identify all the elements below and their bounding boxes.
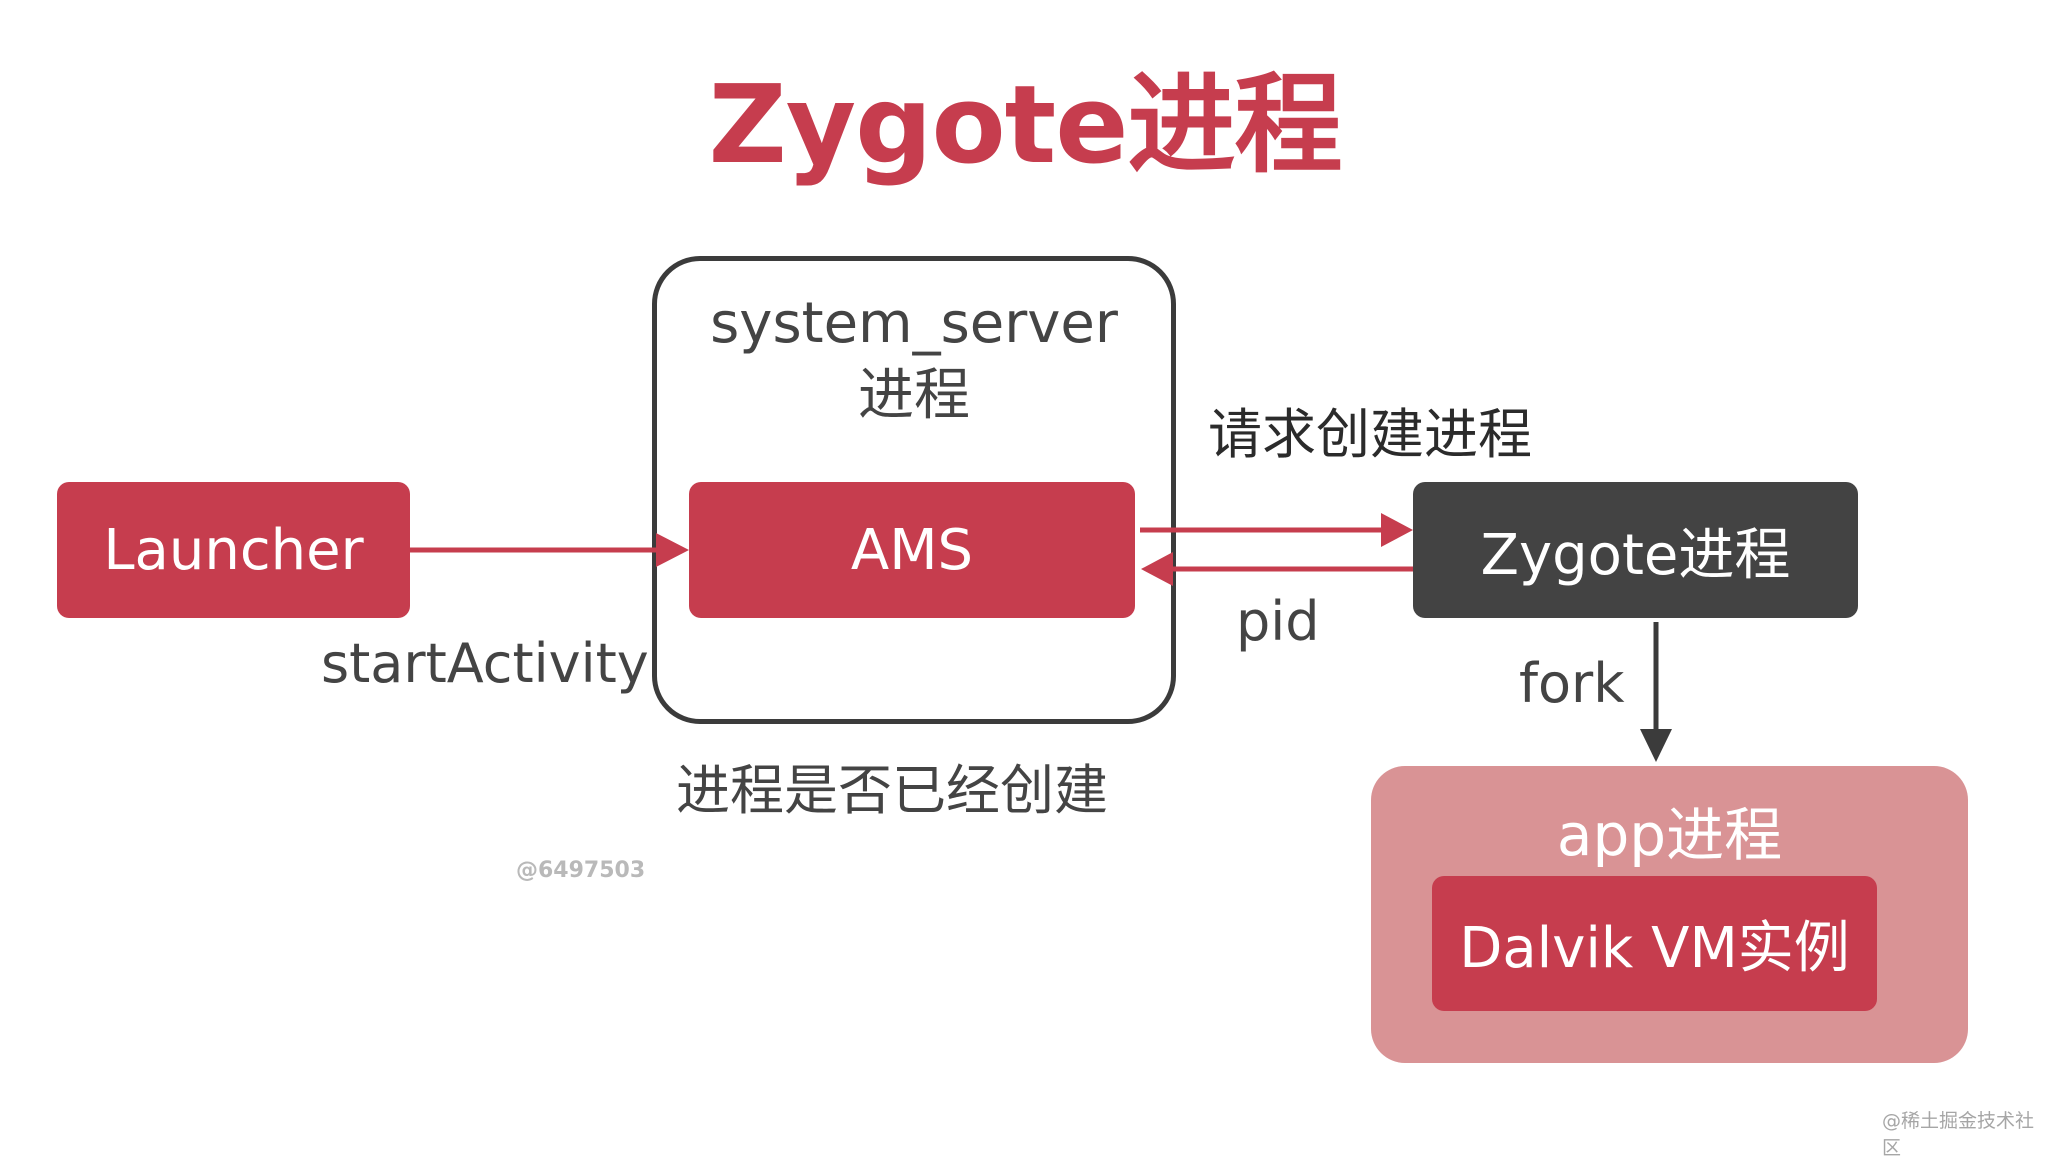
zygote-label: Zygote进程 [1480, 522, 1791, 588]
system-server-container [652, 256, 1176, 724]
edge-arrows [410, 513, 1672, 762]
launcher-to-ams-arrow [410, 533, 689, 567]
ams-to-zygote-arrow [1140, 513, 1413, 547]
zygote-to-ams-pid-arrow [1141, 552, 1413, 586]
launcher-label: Launcher [103, 517, 364, 583]
ams-label: AMS [850, 517, 974, 583]
zygote-node: Zygote进程 [1413, 482, 1858, 618]
launcher-node: Launcher [57, 482, 410, 618]
dalvik-vm-label: Dalvik VM实例 [1459, 916, 1850, 981]
start-activity-label: startActivity [321, 632, 649, 695]
app-process-title: app进程 [1556, 801, 1783, 869]
dalvik-vm-node: Dalvik VM实例 [1432, 876, 1877, 1011]
request-create-label: 请求创建进程 [1208, 403, 1532, 466]
zygote-fork-arrow [1640, 622, 1672, 762]
system-server-title: system_server 进程 [652, 288, 1176, 432]
process-created-note: 进程是否已经创建 [676, 759, 1108, 822]
system-server-title-line1: system_server [710, 291, 1118, 356]
system-server-title-line2: 进程 [858, 363, 970, 428]
fork-label: fork [1519, 652, 1625, 715]
pid-label: pid [1236, 590, 1320, 653]
ams-node: AMS [689, 482, 1135, 618]
center-watermark: @6497503 [516, 858, 646, 883]
page-title: Zygote进程 [708, 63, 1342, 188]
